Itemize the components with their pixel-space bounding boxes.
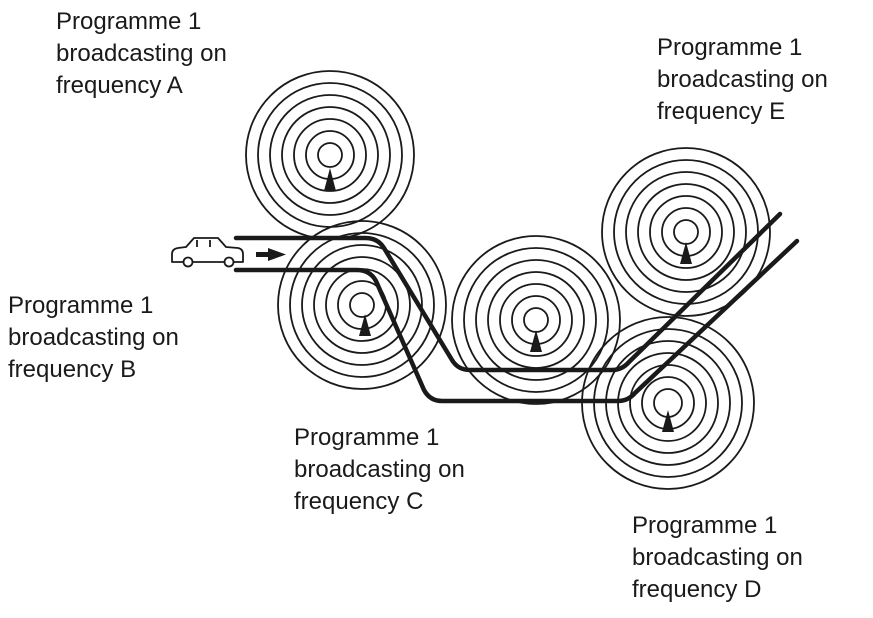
coverage-zone-c xyxy=(451,235,621,405)
label-line: broadcasting on xyxy=(294,456,465,483)
label-line: broadcasting on xyxy=(632,544,803,571)
transmitter-label-b: Programme 1 broadcasting on frequency B xyxy=(8,290,179,386)
label-line: frequency D xyxy=(632,576,762,603)
label-line: Programme 1 xyxy=(56,8,202,35)
label-line: Programme 1 xyxy=(8,292,154,319)
transmitter-label-d: Programme 1 broadcasting on frequency D xyxy=(632,510,803,606)
transmitter-icon xyxy=(324,168,336,191)
label-line: Programme 1 xyxy=(294,424,440,451)
car-icon xyxy=(171,237,244,268)
label-line: frequency B xyxy=(8,356,137,383)
transmitter-icon xyxy=(680,242,692,264)
coverage-zone-a xyxy=(245,70,415,240)
arrow-right-icon xyxy=(256,248,286,261)
transmitter-icon xyxy=(662,410,674,432)
label-line: broadcasting on xyxy=(8,324,179,351)
label-line: frequency A xyxy=(56,72,183,99)
transmitter-label-a: Programme 1 broadcasting on frequency A xyxy=(56,6,227,102)
road-edge-upper xyxy=(233,211,783,373)
transmitter-label-e: Programme 1 broadcasting on frequency E xyxy=(657,32,828,128)
label-line: frequency E xyxy=(657,98,786,125)
label-line: Programme 1 xyxy=(632,512,778,539)
label-line: frequency C xyxy=(294,488,424,515)
transmitter-icon xyxy=(530,330,542,352)
label-line: broadcasting on xyxy=(56,40,227,67)
label-line: Programme 1 xyxy=(657,34,803,61)
transmitter-label-c: Programme 1 broadcasting on frequency C xyxy=(294,422,465,518)
road-edge-lower xyxy=(233,238,800,404)
transmitter-icon xyxy=(359,314,371,336)
label-line: broadcasting on xyxy=(657,66,828,93)
